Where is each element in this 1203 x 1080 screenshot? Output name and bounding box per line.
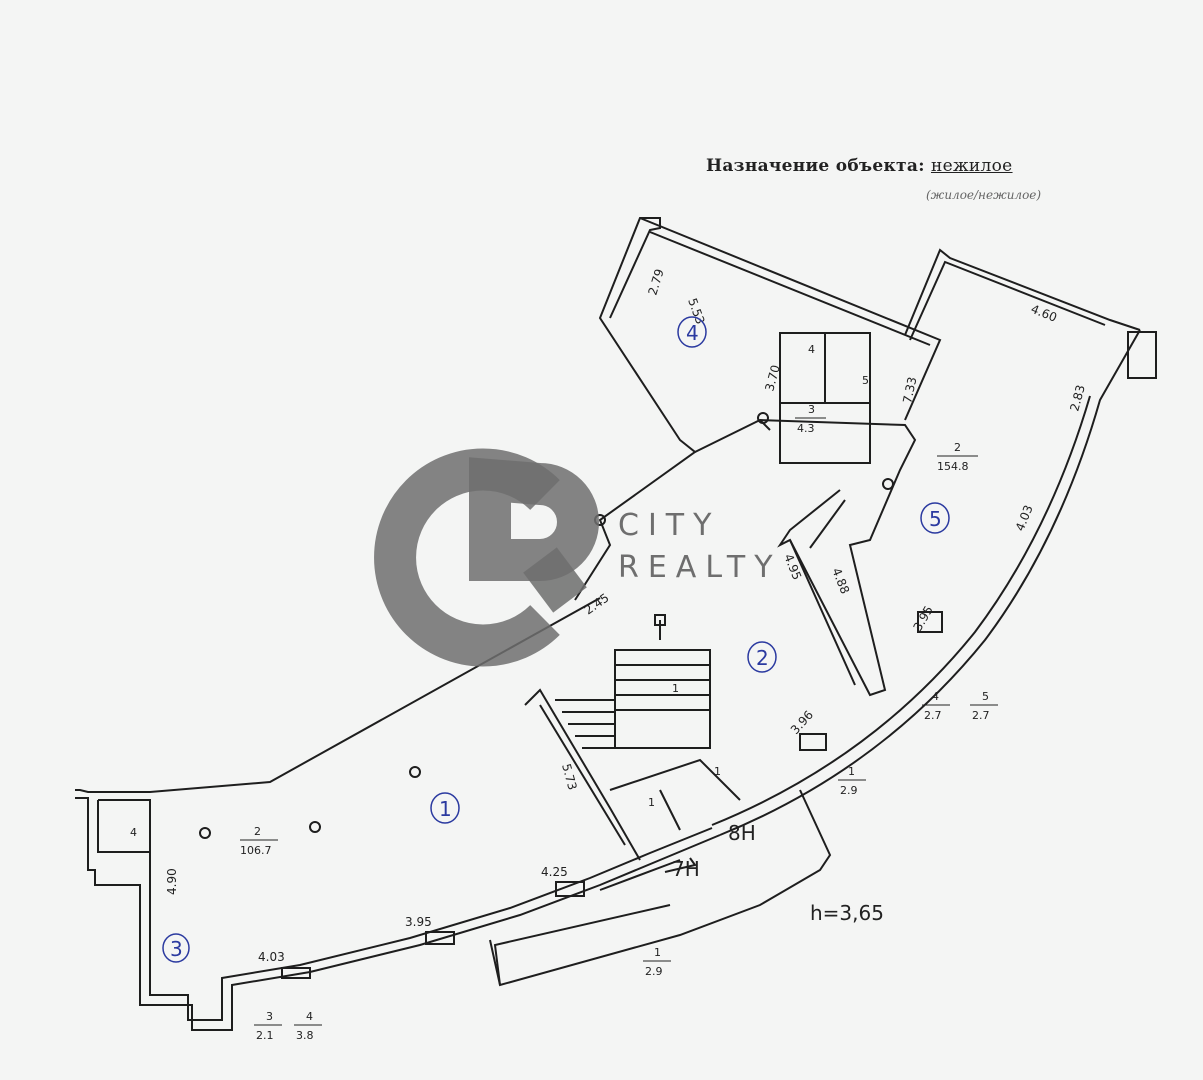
- svg-text:1: 1: [439, 797, 452, 821]
- object-purpose-hint: (жилое/нежилое): [926, 188, 1042, 202]
- fraction-bottom: 2.9: [645, 965, 663, 978]
- dimension-label: 5.73: [559, 762, 579, 791]
- fraction-top: 4: [306, 1010, 313, 1023]
- logo-text-city: CITY: [618, 508, 720, 543]
- fraction-bottom: 3.8: [296, 1029, 314, 1042]
- area-label-room-1-num: 2: [254, 825, 261, 838]
- object-purpose-value: нежилое: [930, 156, 1013, 176]
- fraction-bottom: 2.7: [972, 709, 990, 722]
- exit-platform: [489, 789, 832, 987]
- fraction-top: 4: [932, 690, 939, 703]
- dimension-label: 3.95: [910, 603, 935, 633]
- dimension-label: 7.33: [900, 376, 919, 405]
- dimension-label: 2.83: [1067, 383, 1087, 412]
- area-label-room-1-area: 106.7: [240, 844, 272, 857]
- fraction-bottom: 2.1: [256, 1029, 274, 1042]
- columns: [199, 412, 894, 839]
- dimension-label: 4.03: [1013, 503, 1036, 533]
- room-marker-5: 5: [920, 502, 950, 534]
- stair-label: 1: [714, 765, 721, 778]
- room-4-walls: [639, 217, 942, 464]
- curved-facade: [711, 329, 1157, 836]
- fraction-top: 5: [982, 690, 989, 703]
- company-logo: CITY REALTY: [374, 448, 782, 667]
- svg-text:2: 2: [756, 646, 769, 670]
- dimension-label: 2.79: [645, 267, 666, 297]
- svg-text:3: 3: [170, 937, 183, 961]
- object-purpose: Назначение объекта: нежилое: [706, 156, 1013, 176]
- area-label-small-5: 5: [862, 374, 869, 387]
- dimension-label: 4.88: [829, 566, 852, 596]
- fraction-labels: 4 2.7 5 2.7 1 2.9 1 2.9 3 2.1 4 3.8: [254, 690, 998, 1042]
- central-walls: [574, 217, 917, 697]
- dimension-label: 4.25: [541, 865, 568, 879]
- stair-label: 1: [672, 682, 679, 695]
- svg-text:4: 4: [686, 321, 699, 345]
- area-label-small-4: 4: [808, 343, 815, 356]
- staircase: [524, 614, 741, 861]
- room-markers: 1 2 3 4 5: [162, 316, 950, 963]
- room-marker-3: 3: [162, 933, 190, 963]
- unit-label-7n: 7Н: [672, 857, 700, 881]
- fraction-top: 1: [654, 946, 661, 959]
- dimension-label: 3.70: [762, 363, 782, 392]
- svg-text:5: 5: [929, 507, 942, 531]
- ceiling-height: h=3,65: [810, 901, 884, 925]
- fraction-top: 1: [848, 765, 855, 778]
- unit-label-8n: 8Н: [728, 821, 756, 845]
- fraction-bottom: 2.9: [840, 784, 858, 797]
- dimension-label: 4.90: [165, 868, 179, 895]
- fraction-bottom: 2.7: [924, 709, 942, 722]
- dimension-label: 4.03: [258, 950, 285, 964]
- area-label-room-2-area: 154.8: [937, 460, 969, 473]
- logo-text-realty: REALTY: [618, 550, 782, 585]
- room-5-walls: [789, 248, 1141, 686]
- room-marker-1: 1: [430, 792, 460, 824]
- room-marker-2: 2: [747, 641, 777, 673]
- object-purpose-label: Назначение объекта:: [706, 156, 925, 176]
- room-marker-4: 4: [677, 316, 707, 348]
- area-label-room-3-area: 4.3: [797, 422, 815, 435]
- dimension-label: 3.95: [405, 915, 432, 929]
- area-label-room-2-num: 2: [954, 441, 961, 454]
- area-labels: 2 106.7 2 154.8 3 4.3 4 5 4 1 1 1: [130, 343, 978, 857]
- area-label-small-4b: 4: [130, 826, 137, 839]
- dimension-label: 4.95: [781, 552, 804, 582]
- left-wing-walls: [75, 597, 721, 1031]
- stair-label: 1: [648, 796, 655, 809]
- area-label-room-3-num: 3: [808, 403, 815, 416]
- dimension-label: 2.45: [582, 591, 612, 618]
- fraction-top: 3: [266, 1010, 273, 1023]
- dimension-labels: 2.79 5.53 3.70 7.33 4.60 2.83 4.03 3.95 …: [165, 267, 1088, 964]
- dimension-label: 3.96: [788, 708, 816, 737]
